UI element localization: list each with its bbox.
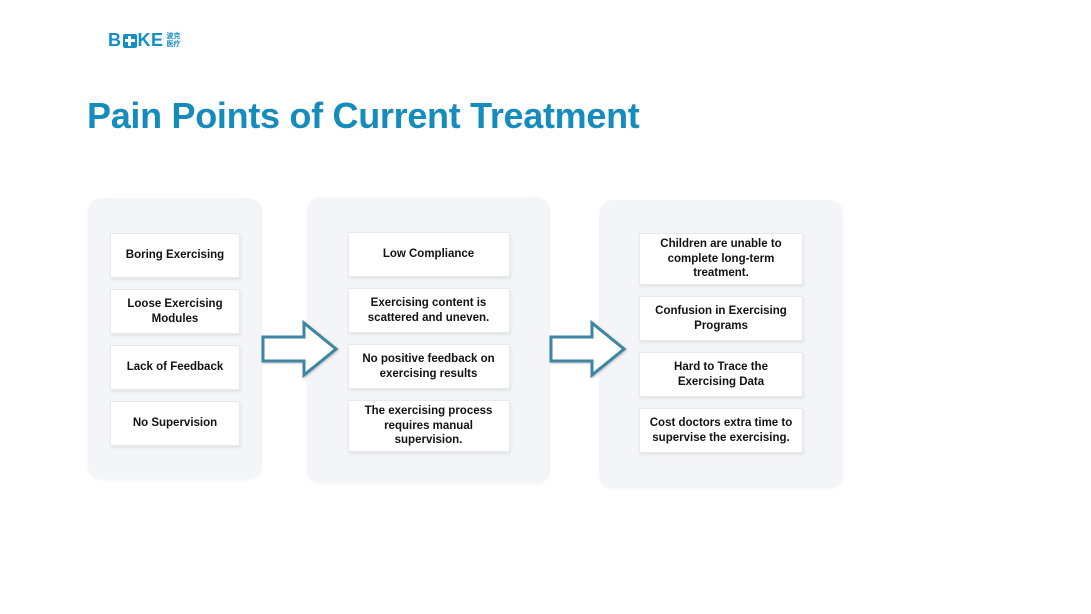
pain-point-card: Cost doctors extra time to supervise the… <box>639 408 803 454</box>
slide-title: Pain Points of Current Treatment <box>87 95 640 136</box>
block-arrow-right-icon <box>261 320 339 378</box>
panel-current-issues: Boring Exercising Loose Exercising Modul… <box>88 198 262 479</box>
pain-point-card: The exercising process requires manual s… <box>347 400 510 453</box>
panel-consequences: Children are unable to complete long-ter… <box>599 200 843 488</box>
pain-point-card: Hard to Trace the Exercising Data <box>639 352 803 398</box>
logo-cn-line1: 波克 <box>166 33 181 40</box>
pain-point-card: Children are unable to complete long-ter… <box>639 233 803 286</box>
pain-point-card: Loose Exercising Modules <box>110 289 240 334</box>
pain-point-card: Lack of Feedback <box>110 345 240 390</box>
pain-point-card: Boring Exercising <box>110 233 240 278</box>
block-arrow-right-icon <box>549 320 627 378</box>
pain-point-card: No positive feedback on exercising resul… <box>347 344 510 389</box>
pain-point-card: Confusion in Exercising Programs <box>639 296 803 342</box>
logo-letters-ke: KE <box>137 30 164 50</box>
pain-point-card: Exercising content is scattered and unev… <box>347 288 510 333</box>
logo-cn-line2: 医疗 <box>166 40 181 48</box>
pain-point-card: Low Compliance <box>347 232 510 277</box>
logo-chinese-text: 波克 医疗 <box>167 33 181 48</box>
medical-cross-icon <box>122 33 137 48</box>
logo-wordmark: B KE <box>108 30 164 51</box>
panel-resulting-problems: Low Compliance Exercising content is sca… <box>307 197 550 483</box>
boke-logo: B KE 波克 医疗 <box>108 30 181 51</box>
logo-letter-b: B <box>108 30 122 50</box>
pain-point-card: No Supervision <box>110 401 240 446</box>
